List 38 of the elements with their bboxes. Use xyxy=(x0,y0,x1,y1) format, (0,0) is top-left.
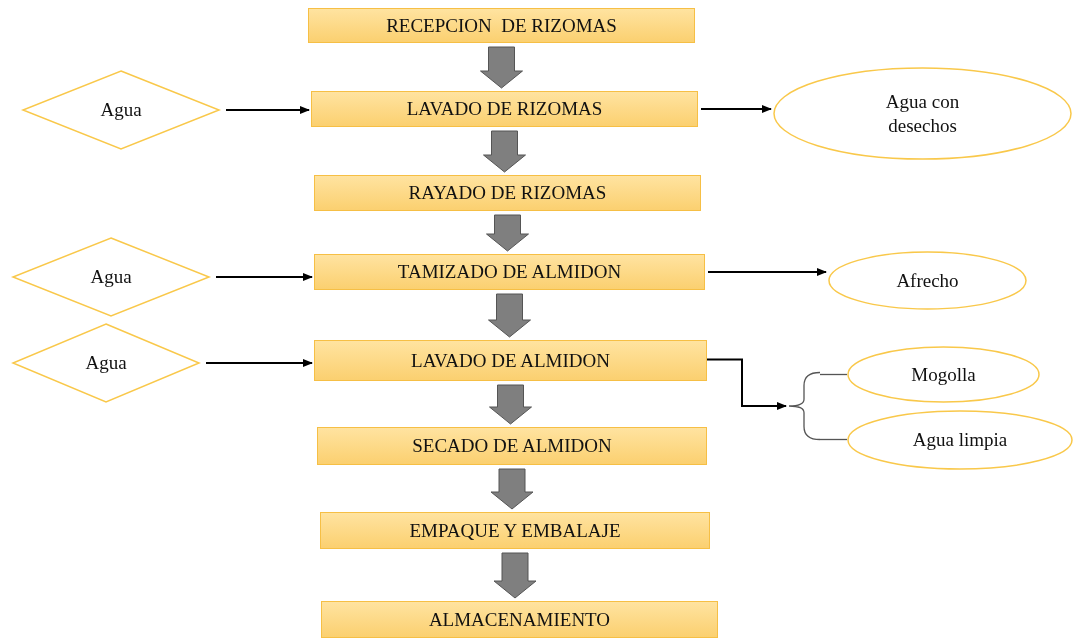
node-text: RAYADO DE RIZOMAS xyxy=(408,181,607,205)
block-arrow xyxy=(480,46,523,89)
process-box xyxy=(317,427,707,465)
node-text: Agua xyxy=(85,351,127,375)
process-box xyxy=(321,601,718,638)
node-text: Agua xyxy=(100,98,142,122)
arrow xyxy=(707,268,827,276)
block-arrow xyxy=(486,214,529,252)
node-text: RECEPCION DE RIZOMAS xyxy=(386,13,617,38)
node-text: Agua xyxy=(90,265,132,289)
node-text: ALMACENAMIENTO xyxy=(428,607,611,632)
node-text: Afrecho xyxy=(896,268,959,293)
node-text: LAVADO DE ALMIDON xyxy=(411,348,610,373)
arrow xyxy=(205,359,313,367)
process-box xyxy=(314,340,707,381)
node-text: Agua limpia xyxy=(912,428,1008,452)
node-text: Agua con desechos xyxy=(884,89,961,138)
node-text: TAMIZADO DE ALMIDON xyxy=(397,260,622,284)
process-box xyxy=(311,91,698,127)
block-arrow xyxy=(490,468,534,510)
node-text: EMPAQUE Y EMBALAJE xyxy=(409,518,621,543)
block-arrow xyxy=(483,130,526,173)
node-text: Mogolla xyxy=(911,362,976,387)
arrow xyxy=(700,105,772,113)
arrow xyxy=(215,273,313,281)
process-box xyxy=(320,512,710,549)
block-arrow xyxy=(493,552,537,599)
arrow xyxy=(706,358,787,410)
connector-line xyxy=(819,438,848,441)
node-text: SECADO DE ALMIDON xyxy=(412,434,612,458)
connector-line xyxy=(819,373,848,376)
node-text: LAVADO DE RIZOMAS xyxy=(406,97,603,121)
arrow xyxy=(225,106,310,114)
block-arrow xyxy=(489,384,532,425)
process-box xyxy=(308,8,695,43)
process-box xyxy=(314,254,705,290)
process-box xyxy=(314,175,701,211)
block-arrow xyxy=(488,293,531,338)
